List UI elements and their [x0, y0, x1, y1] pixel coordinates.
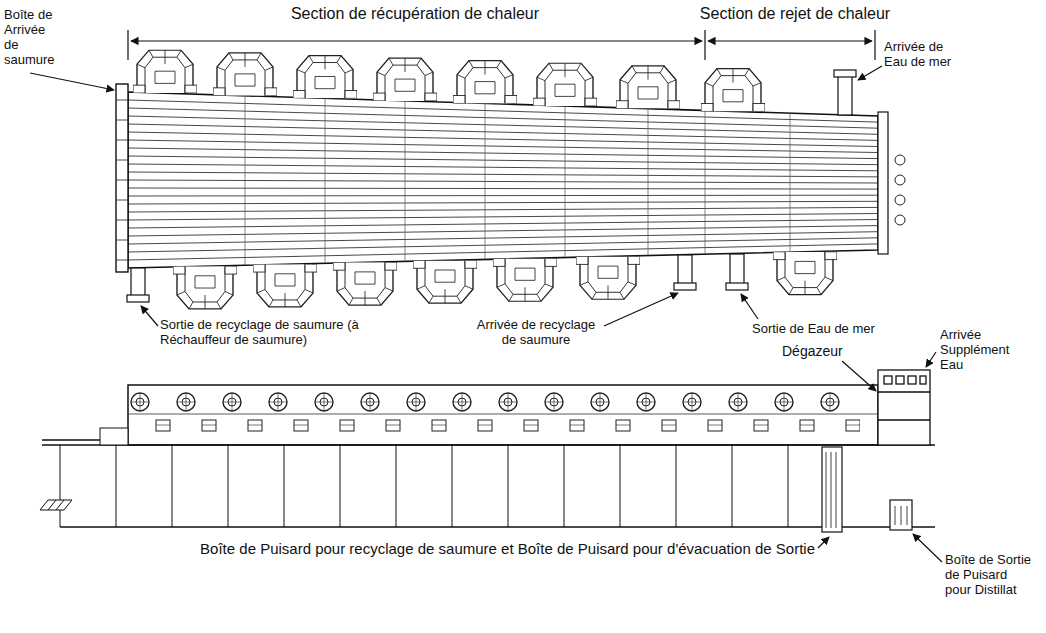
callout-label: Arrivée de recyclage de saumure: [470, 318, 602, 348]
plan-view: [116, 50, 905, 309]
callout-label: Sortie de recyclage de saumure (à Réchau…: [160, 318, 360, 348]
brine-inlet-box: [116, 84, 128, 272]
evaporator-elevation: [128, 385, 878, 445]
sump-boxes: [822, 447, 912, 532]
stage-walls: [245, 96, 790, 266]
support-frame: [60, 445, 935, 527]
section-heading: Section de rejet de chaleur: [700, 5, 890, 23]
left-support: [40, 500, 72, 510]
elevation-view: [40, 370, 935, 532]
end-nozzles: [895, 155, 905, 225]
callout-label: Arrivée Supplément Eau: [940, 328, 1018, 373]
leader-arrows: [30, 66, 942, 562]
evaporator-shell: [128, 92, 878, 268]
tube-bundle: [128, 100, 878, 260]
deaerator-tower: [878, 370, 930, 445]
section-heading: Section de récupération de chaleur: [291, 5, 539, 23]
callout-label: Boîte de Puisard pour recyclage de saumu…: [200, 540, 815, 557]
top-water-boxes: [133, 50, 765, 111]
callout-label: Dégazeur: [782, 343, 843, 359]
callout-label: Boîte de Sortie de Puisard pour Distilla…: [945, 553, 1031, 598]
callout-label: Boîte de Arrivée de saumure: [4, 8, 60, 68]
callout-label: Arrivée de Eau de mer: [884, 40, 966, 70]
bottom-water-boxes: [173, 252, 837, 309]
bottom-pipes: [127, 254, 748, 302]
stage-ports: [131, 393, 839, 411]
callout-label: Sortie de Eau de mer: [752, 322, 875, 337]
seawater-inlet-pipe: [834, 70, 856, 115]
end-plate: [878, 112, 888, 254]
